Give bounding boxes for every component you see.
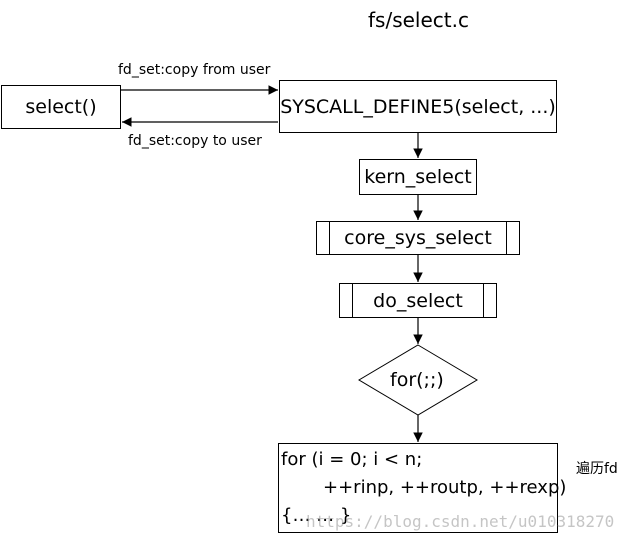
select-user-box: select()	[1, 85, 121, 129]
do-select-label: do_select	[373, 289, 463, 312]
core-sys-select-label: core_sys_select	[344, 227, 492, 249]
for-loop-label: for(;;)	[390, 369, 444, 391]
do-select-box: do_select	[339, 283, 497, 318]
watermark: https://blog.csdn.net/u010318270	[306, 512, 615, 531]
iterate-fd-annotation: 遍历fd	[576, 461, 618, 477]
file-title: fs/select.c	[368, 8, 469, 32]
syscall-define-label: SYSCALL_DEFINE5(select, ...)	[280, 95, 556, 118]
kern-select-label: kern_select	[364, 166, 472, 188]
for-loop-diamond	[358, 344, 478, 416]
inner-loop-line-2: ++rinp, ++routp, ++rexp)	[323, 477, 567, 498]
label-copy-to-user: fd_set:copy to user	[128, 133, 262, 149]
kern-select-box: kern_select	[359, 159, 477, 195]
label-copy-from-user: fd_set:copy from user	[118, 62, 271, 78]
select-user-label: select()	[25, 96, 97, 118]
inner-loop-line-3: {… … }	[281, 505, 352, 526]
syscall-define-box: SYSCALL_DEFINE5(select, ...)	[279, 80, 557, 133]
core-sys-select-box: core_sys_select	[316, 221, 520, 255]
inner-loop-line-1: for (i = 0; i < n;	[281, 449, 423, 470]
inner-loop-box: for (i = 0; i < n; ++rinp, ++routp, ++re…	[278, 443, 567, 533]
